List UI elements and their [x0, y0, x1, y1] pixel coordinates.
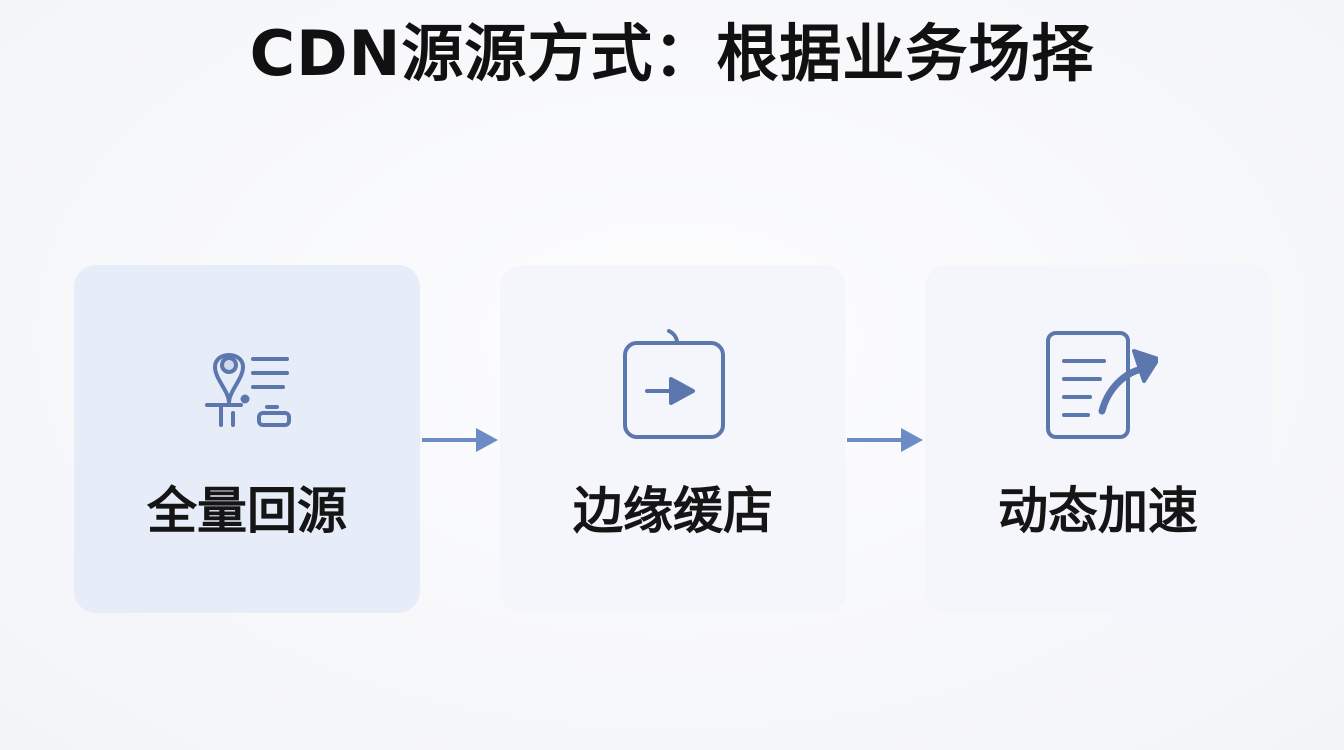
page-title: CDN源源方式：根据业务场择 — [249, 17, 1095, 90]
step-label: 全量回源 — [147, 482, 347, 540]
document-arrow-icon — [1046, 331, 1158, 439]
edge-box-arrow-icon — [623, 329, 725, 439]
step-card-dynamic-acceleration: 动态加速 — [925, 265, 1271, 613]
step-card-full-origin: 全量回源 — [74, 265, 420, 613]
arrow-right-icon — [847, 428, 923, 452]
arrow-right-icon — [422, 428, 498, 452]
location-list-icon — [205, 353, 291, 427]
step-label: 动态加速 — [998, 482, 1198, 540]
step-card-edge-cache: 边缘缓店 — [500, 265, 846, 613]
step-label: 边缘缓店 — [573, 482, 773, 540]
